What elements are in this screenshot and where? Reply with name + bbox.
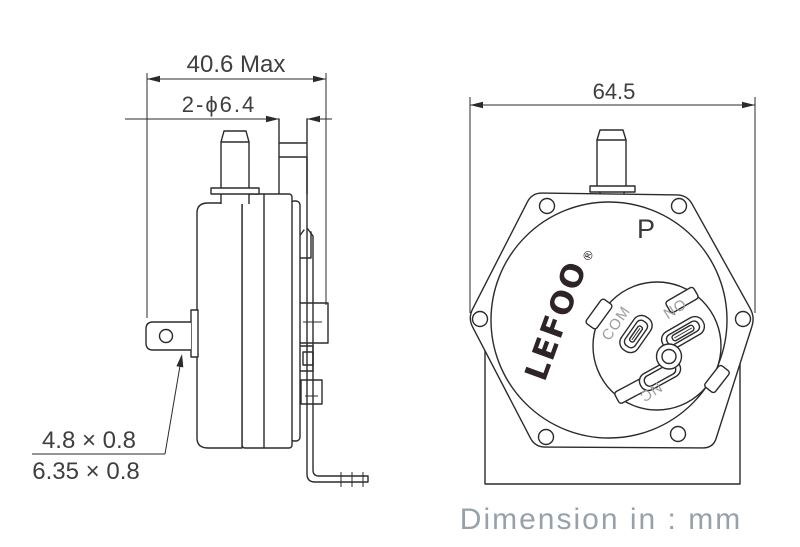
- terminal-base-plate: [190, 309, 199, 358]
- switch-body: [196, 193, 301, 449]
- port-flange: [589, 185, 636, 193]
- footer-note: Dimension in : mm: [460, 503, 742, 536]
- terminal-com: [619, 314, 653, 354]
- terminal-hole: [158, 328, 174, 344]
- terminal-size-b-text: 6.35 × 0.8: [32, 458, 139, 485]
- dim-2-phi-6-4: 2-ϕ6.4: [125, 92, 332, 123]
- terminal-size-a-text: 4.8 × 0.8: [42, 427, 136, 454]
- body-middle-block: [241, 193, 293, 449]
- arrowhead-right: [307, 115, 320, 123]
- arrowhead-right: [742, 101, 755, 109]
- base-tab-se: [704, 364, 730, 394]
- dim-ext-lines: [469, 97, 756, 313]
- arrowhead-left: [147, 75, 160, 83]
- dim-terminal-sizes: 4.8 × 0.8 6.35 × 0.8: [32, 354, 184, 485]
- dim-64-5: 64.5: [469, 79, 756, 313]
- adjust-screw-outer: [655, 343, 683, 370]
- pressure-port-side: [210, 130, 260, 204]
- bolt-hole-right: [734, 310, 752, 328]
- bolt-holes: [471, 197, 752, 446]
- bracket-plate: [306, 156, 369, 483]
- dim-40-6-max: 40.6 Max: [146, 51, 327, 318]
- spade-terminal-side: [145, 309, 199, 358]
- leader-line: [164, 359, 182, 455]
- port-body: [596, 129, 627, 186]
- arrowhead-left: [266, 115, 279, 123]
- bracket-boss-3: [300, 379, 323, 405]
- terminal-no: [660, 315, 706, 351]
- port-label: P: [637, 214, 655, 244]
- switch-base: COM NO NC: [585, 281, 730, 411]
- body-front-cover: [196, 202, 243, 449]
- bolt-hole-bottom-right: [669, 425, 687, 443]
- base-tab-ne: [665, 286, 699, 314]
- leader-arrowhead: [176, 354, 184, 368]
- switch-base-circle: [592, 281, 722, 411]
- dim-ext-lines: [146, 73, 327, 318]
- arrowhead-left: [470, 101, 483, 109]
- bracket-foot-ticks: [340, 472, 364, 487]
- bolt-hole-bottom-left: [537, 428, 555, 446]
- bolt-hole-top-right: [670, 197, 688, 215]
- registered-mark: ®: [580, 248, 597, 264]
- arrowhead-right: [313, 75, 326, 83]
- base-tab-nw: [585, 298, 613, 330]
- port-body: [220, 130, 250, 204]
- bracket-tab: [278, 118, 308, 195]
- dim-depth-text: 40.6 Max: [187, 51, 286, 78]
- bracket-boss-2-inner: [302, 351, 314, 366]
- pressure-port-front: [589, 129, 636, 199]
- front-view: P LEFOO ®: [469, 79, 756, 485]
- dim-holes-text: 2-ϕ6.4: [182, 92, 256, 117]
- side-view: 40.6 Max 2-ϕ6.4 4.8 × 0.8 6.35 × 0.8: [32, 51, 369, 487]
- bolt-hole-left: [471, 310, 489, 328]
- bolt-hole-top-left: [538, 197, 556, 215]
- port-flange: [210, 187, 260, 195]
- adjust-screw-inner: [661, 348, 677, 365]
- dim-width-text: 64.5: [593, 79, 636, 104]
